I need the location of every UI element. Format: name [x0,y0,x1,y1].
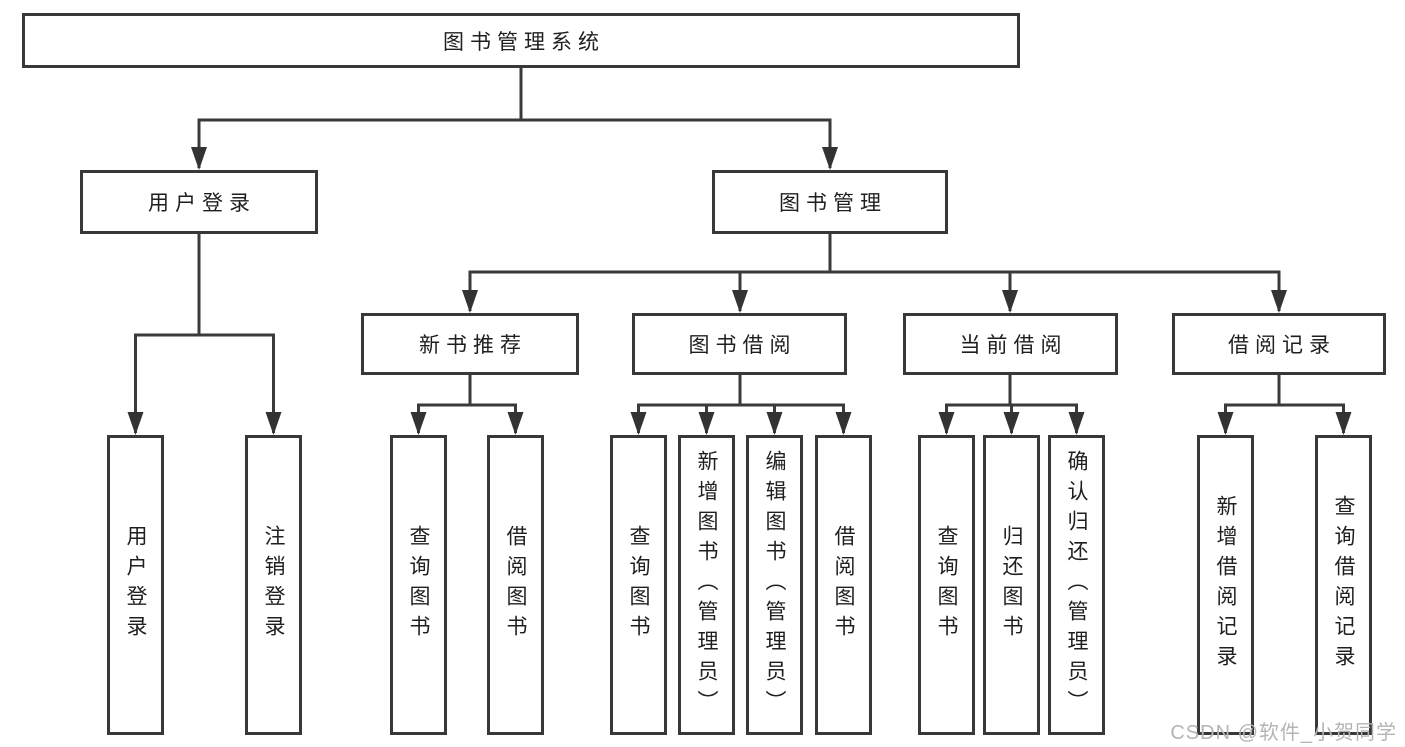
node-label: 注销登录 [262,525,285,645]
watermark: CSDN @软件_小贺同学 [1170,722,1397,744]
node-label: 借阅记录 [1228,334,1336,357]
leaf-add-books-admin: 新增图书（管理员） [678,435,735,735]
node-label: 用户登录 [148,192,256,215]
leaf-confirm-return-admin: 确认归还（管理员） [1048,435,1105,735]
leaf-add-borrow-record: 新增借阅记录 [1197,435,1254,735]
node-label: 新增借阅记录 [1214,495,1237,675]
node-label: 查询借阅记录 [1332,495,1355,675]
leaf-logout-login: 注销登录 [245,435,302,735]
node-label: 图书借阅 [688,334,797,357]
connector-line-group [134,68,1345,433]
leaf-query-borrow-record: 查询借阅记录 [1315,435,1372,735]
node-label: 确认归还（管理员） [1065,450,1088,720]
node-label: 归还图书 [1000,525,1023,645]
node-label: 查询图书 [407,525,430,645]
node-label: 图书管理 [779,192,887,215]
node-book-management: 图书管理 [712,170,948,234]
node-label: 新增图书（管理员） [695,450,718,720]
node-label: 借阅图书 [504,525,527,645]
leaf-borrow-books-recommend: 借阅图书 [487,435,544,735]
node-current-borrowing: 当前借阅 [903,313,1118,375]
node-new-book-recommendation: 新书推荐 [361,313,579,375]
node-book-borrowing: 图书借阅 [632,313,847,375]
arrow-down-icons [127,147,1352,435]
leaf-query-books-borrow: 查询图书 [610,435,667,735]
node-borrowing-records: 借阅记录 [1172,313,1386,375]
leaf-return-books: 归还图书 [983,435,1040,735]
node-label: 借阅图书 [832,525,855,645]
leaf-query-books-recommend: 查询图书 [390,435,447,735]
node-book-management-system: 图书管理系统 [22,13,1020,68]
node-label: 编辑图书（管理员） [763,450,786,720]
node-label: 查询图书 [627,525,650,645]
node-user-login: 用户登录 [80,170,318,234]
leaf-user-login: 用户登录 [107,435,164,735]
node-label: 当前借阅 [959,334,1068,357]
node-label: 查询图书 [935,525,958,645]
leaf-borrow-books-borrow: 借阅图书 [815,435,872,735]
node-label: 新书推荐 [419,334,527,357]
node-label: 用户登录 [124,525,147,645]
leaf-edit-books-admin: 编辑图书（管理员） [746,435,803,735]
leaf-query-books-current: 查询图书 [918,435,975,735]
node-label: 图书管理系统 [443,30,605,54]
